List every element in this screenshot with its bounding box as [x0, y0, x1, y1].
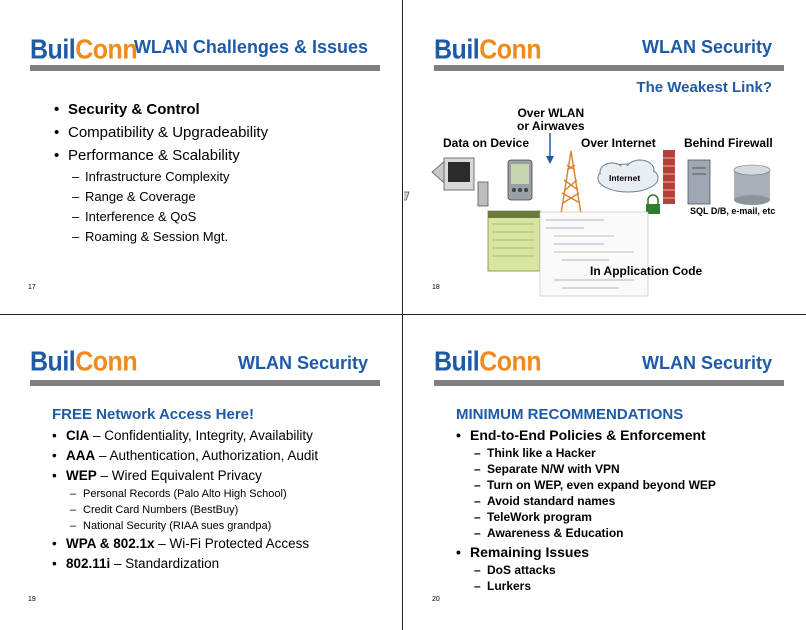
page-number: 20 — [432, 596, 440, 603]
list-item: 802.11i – Standardization — [52, 554, 318, 574]
buildconn-logo: BuilConn — [434, 34, 542, 66]
sub-list-item: Roaming & Session Mgt. — [54, 227, 268, 247]
bullet-list: Security & Control Compatibility & Upgra… — [54, 98, 268, 247]
sub-list-item: DoS attacks — [456, 562, 716, 578]
tracker-window-icon — [487, 210, 541, 272]
sub-list-item: Separate N/W with VPN — [456, 461, 716, 477]
buildconn-logo: BuilConn — [434, 346, 542, 378]
sub-list-item: Think like a Hacker — [456, 445, 716, 461]
slide-title: WLAN Challenges & Issues — [133, 37, 368, 57]
slide-heading: MINIMUM RECOMMENDATIONS — [456, 406, 684, 423]
padlock-icon — [646, 194, 660, 214]
bullet-list: End-to-End Policies & Enforcement Think … — [456, 426, 716, 594]
bullet-list: CIA – Confidentiality, Integrity, Availa… — [52, 426, 318, 574]
sub-list-item: Credit Card Numbers (BestBuy) — [52, 502, 318, 518]
data-on-device-label: Data on Device — [443, 136, 530, 150]
slide-18[interactable]: BuilConn WLAN Security The Weakest Link?… — [404, 0, 806, 314]
list-item: CIA – Confidentiality, Integrity, Availa… — [52, 426, 318, 446]
sub-list-item: Personal Records (Palo Alto High School) — [52, 486, 318, 502]
arrow-head — [546, 156, 554, 164]
application-code-label: In Application Code — [590, 264, 703, 278]
list-item: WEP – Wired Equivalent Privacy — [52, 466, 318, 486]
page-number: 19 — [28, 596, 36, 603]
sub-list-item: Infrastructure Complexity — [54, 167, 268, 187]
title-rule — [30, 380, 380, 386]
title-rule — [434, 380, 784, 386]
internet-label: Internet — [609, 173, 641, 183]
list-item: End-to-End Policies & Enforcement — [456, 426, 716, 445]
internet-cloud-icon — [597, 159, 659, 193]
desktop-computer-icon — [404, 157, 489, 207]
buildconn-logo: BuilConn — [30, 346, 138, 378]
behind-firewall-label: Behind Firewall — [684, 136, 773, 150]
title-rule — [434, 65, 784, 71]
sub-list-item: Turn on WEP, even expand beyond WEP — [456, 477, 716, 493]
radio-tower-icon — [560, 150, 582, 215]
slide-title: WLAN Security — [237, 353, 368, 373]
slide-subtitle: The Weakest Link? — [636, 79, 772, 96]
firewall-icon — [663, 150, 675, 204]
slide-heading: FREE Network Access Here! — [52, 406, 255, 423]
list-item: WPA & 802.1x – Wi-Fi Protected Access — [52, 534, 318, 554]
sub-list-item: Range & Coverage — [54, 187, 268, 207]
list-item: Performance & Scalability — [54, 144, 268, 167]
slide-20[interactable]: BuilConn WLAN Security MINIMUM RECOMMEND… — [404, 316, 806, 630]
sub-list-item: Avoid standard names — [456, 493, 716, 509]
sub-list-item: Lurkers — [456, 578, 716, 594]
title-rule — [30, 65, 380, 71]
page-number: 18 — [432, 284, 440, 291]
slide-19[interactable]: BuilConn WLAN Security FREE Network Acce… — [0, 316, 402, 630]
over-internet-label: Over Internet — [581, 136, 656, 150]
list-item: Remaining Issues — [456, 543, 716, 562]
sub-list-item: Awareness & Education — [456, 525, 716, 541]
sub-list-item: Interference & QoS — [54, 207, 268, 227]
code-window-icon — [539, 211, 649, 297]
sql-label: SQL D/B, e-mail, etc — [690, 206, 776, 216]
divider-vertical — [402, 0, 403, 630]
sub-list-item: TeleWork program — [456, 509, 716, 525]
list-item: Compatibility & Upgradeability — [54, 121, 268, 144]
server-icon — [687, 159, 711, 205]
slide-17[interactable]: BuilConn WLAN Challenges & Issues Securi… — [0, 0, 402, 314]
pda-icon — [507, 159, 533, 201]
weakest-link-diagram — [404, 133, 771, 297]
page-number: 17 — [28, 284, 36, 291]
list-item: AAA – Authentication, Authorization, Aud… — [52, 446, 318, 466]
buildconn-logo: BuilConn — [30, 34, 138, 66]
slide-title: WLAN Security — [641, 37, 772, 57]
slide-title: WLAN Security — [641, 353, 772, 373]
sub-list-item: National Security (RIAA sues grandpa) — [52, 518, 318, 534]
list-item: Security & Control — [54, 98, 268, 121]
over-wlan-label: Over WLAN or Airwaves — [517, 106, 585, 133]
divider-horizontal — [0, 314, 806, 315]
database-icon — [733, 164, 771, 205]
